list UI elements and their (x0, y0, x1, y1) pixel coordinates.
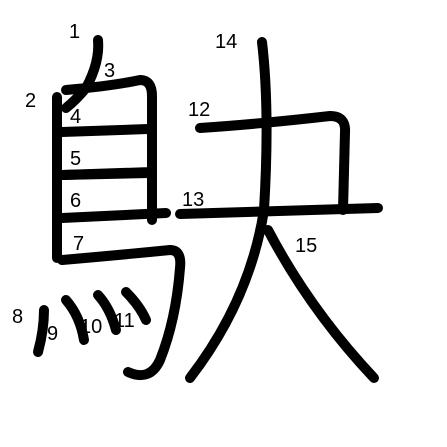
stroke-number-12: 12 (188, 99, 210, 121)
stroke-number-8: 8 (12, 306, 23, 328)
stroke-6 (57, 208, 171, 223)
stroke-number-4: 4 (70, 106, 81, 128)
stroke-number-13: 13 (182, 189, 204, 211)
stroke-9 (61, 295, 89, 345)
stroke-number-1: 1 (69, 21, 80, 43)
stroke-5 (57, 168, 155, 180)
stroke-15 (263, 225, 379, 383)
stroke-numbers: 1 2 3 4 5 6 7 8 9 10 11 12 13 14 15 (12, 21, 317, 345)
stroke-7 (57, 245, 186, 380)
stroke-10 (93, 290, 121, 335)
stroke-1 (61, 35, 104, 113)
stroke-number-3: 3 (104, 60, 115, 82)
stroke-11 (121, 287, 151, 325)
stroke-number-9: 9 (47, 323, 58, 345)
strokes (33, 35, 383, 383)
stroke-number-7: 7 (73, 233, 84, 255)
stroke-number-6: 6 (70, 190, 81, 212)
stroke-4 (57, 124, 153, 137)
stroke-number-15: 15 (295, 235, 317, 257)
stroke-13 (175, 203, 383, 219)
stroke-number-5: 5 (70, 148, 81, 170)
stroke-12 (195, 111, 351, 215)
stroke-number-2: 2 (25, 90, 36, 112)
stroke-8 (33, 305, 49, 357)
stroke-number-11: 11 (114, 310, 135, 332)
stroke-number-10: 10 (80, 316, 102, 338)
stroke-number-14: 14 (215, 31, 237, 53)
stroke-14 (185, 37, 272, 383)
